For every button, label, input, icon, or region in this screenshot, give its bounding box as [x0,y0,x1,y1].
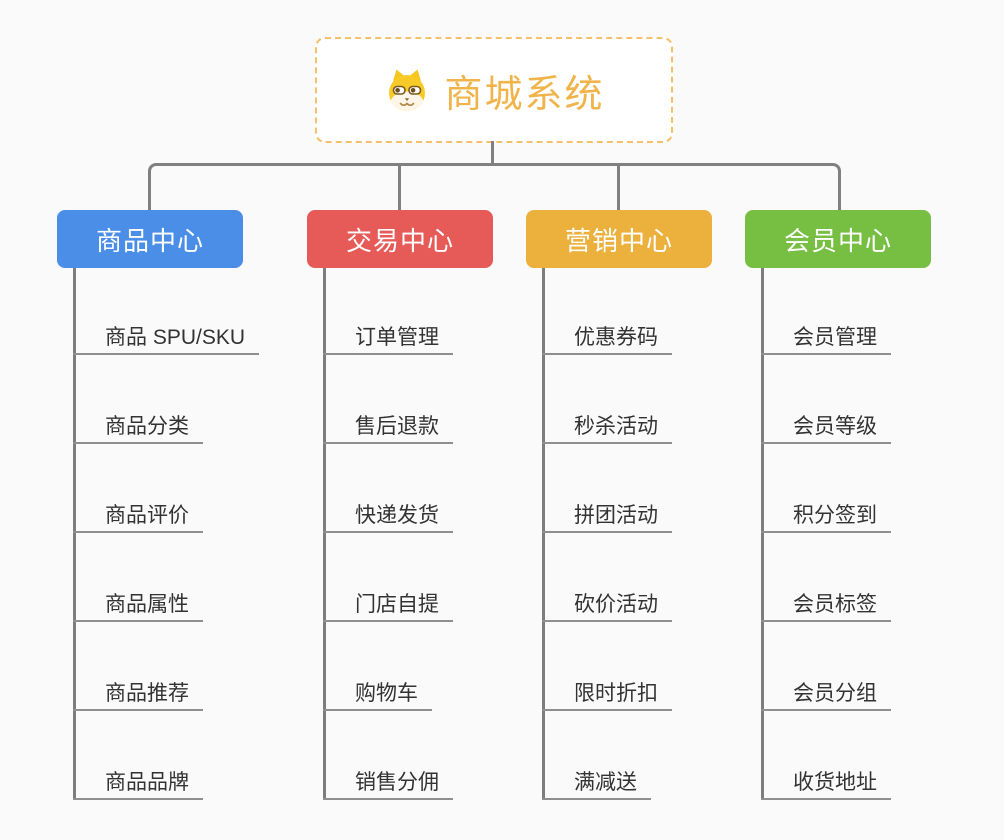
root-node[interactable]: 商城系统 [315,37,673,143]
child-topic[interactable]: 订单管理 [323,321,453,355]
child-topic[interactable]: 会员标签 [761,588,891,622]
branch-node-1[interactable]: 交易中心 [307,210,493,268]
child-topic[interactable]: 售后退款 [323,410,453,444]
child-topic[interactable]: 会员管理 [761,321,891,355]
child-topic[interactable]: 会员分组 [761,677,891,711]
child-topic[interactable]: 商品品牌 [73,766,203,800]
branch-node-3[interactable]: 会员中心 [745,210,931,268]
child-topic[interactable]: 会员等级 [761,410,891,444]
child-topic[interactable]: 商品 SPU/SKU [73,321,260,355]
child-topic[interactable]: 快递发货 [323,499,453,533]
root-label: 商城系统 [444,73,605,116]
child-topic[interactable]: 门店自提 [323,588,453,622]
branch-trunk-line [323,268,326,800]
child-topic[interactable]: 商品属性 [73,588,203,622]
child-topic[interactable]: 砍价活动 [542,588,672,622]
branch-stub-line [398,163,401,210]
child-topic[interactable]: 满减送 [542,766,651,800]
branch-node-2[interactable]: 营销中心 [526,210,712,268]
child-topic[interactable]: 商品分类 [73,410,203,444]
branch-trunk-line [761,268,764,800]
child-topic[interactable]: 商品推荐 [73,677,203,711]
child-topic[interactable]: 收货地址 [761,766,891,800]
root-connector-line [491,141,494,163]
child-topic[interactable]: 积分签到 [761,499,891,533]
child-topic[interactable]: 秒杀活动 [542,410,672,444]
child-topic[interactable]: 拼团活动 [542,499,672,533]
branch-trunk-line [542,268,545,800]
child-topic[interactable]: 购物车 [323,677,432,711]
branch-node-0[interactable]: 商品中心 [57,210,243,268]
shiba-dog-icon [389,69,426,111]
branch-stub-line [617,163,620,210]
child-topic[interactable]: 销售分佣 [323,766,453,800]
child-topic[interactable]: 优惠券码 [542,321,672,355]
branch-trunk-line [73,268,76,800]
child-topic[interactable]: 商品评价 [73,499,203,533]
branch-rail-line [148,163,841,210]
child-topic[interactable]: 限时折扣 [542,677,672,711]
